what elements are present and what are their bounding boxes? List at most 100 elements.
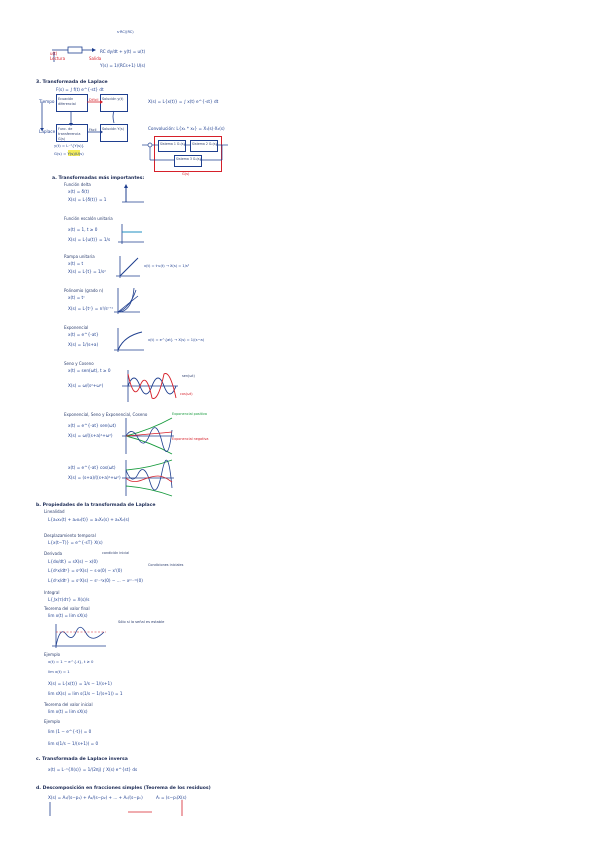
laplace-definition: X(s) = L{x(t)} = ∫ x(t) e^{-st} dt [148,99,219,104]
item-damped-cos-f2: X(s) = (s+a)/((s+a)²+ω²) [68,475,121,480]
item-ramp-name: Rampa unitaria [64,254,95,259]
prop-linealidad-f: L{a₁x₁(t) + a₂x₂(t)} = a₁X₁(s) + a₂X₂(s) [48,517,130,522]
section-3-title: 3. Transformada de Laplace [36,80,108,85]
prop-derivada-f3: L{dⁿx/dtⁿ} = sⁿX(s) − sⁿ⁻¹x(0) − ... − x… [48,578,143,583]
item-exp-f1: x(t) = e^{-at} [68,332,99,337]
sys1-label: Sistema 1 G₁(s) [160,142,185,146]
arrow-difficult-label: Difícil [89,98,99,102]
box-ecuacion-diferencial [56,94,88,112]
ramp-graph [116,256,140,278]
ramp-note: x(t) = t·u(t) → X(s) = 1/s² [144,264,190,268]
final-value-graph [52,624,106,648]
prop-derivada-f: L{dx/dt} = sX(s) − x(0) [48,559,98,564]
item-exp-f2: X(s) = 1/(s+a) [68,342,99,347]
prop-example2-name: Ejemplo [44,719,61,724]
example-result: lim sX(s) = lim s(1/s − 1/(s+1)) = 1 [48,691,123,696]
item-delta-f1: x(t) = δ(t) [68,189,90,194]
item-damped-f1: x(t) = e^{-at} sen(ωt) [68,423,116,428]
section-d-title: d. Descomposición en fracciones simples … [36,786,211,791]
rc-circuit-diagram [52,46,96,62]
exp-graph [114,328,144,352]
example-ft: x(t) = 1 − e^{-t}, t ≥ 0 [48,659,94,664]
final-note: Sólo si la señal es estable [118,620,165,624]
prop-desplazamiento-name: Desplazamiento temporal [44,533,96,538]
item-ramp-f1: x(t) = t [68,261,84,266]
sys2-label: Sistema 2 G₂(s) [192,142,217,146]
env-down-label: Exponencial negativa [172,437,209,441]
box3-label: Func. de transferencia G(s) [58,127,81,141]
convolution-note: Convolución: L{x₁ * x₂} = X₁(s)·X₂(s) [148,126,225,131]
item-step-name: Función escalón unitaria [64,216,113,221]
box1-label: Ecuación diferencial [58,97,76,106]
label-laplace: Laplace [39,129,56,134]
poly-graph [114,287,140,314]
env-up-label: Exponencial positiva [172,412,207,416]
prop-final-f: lim x(t) = lim sX(s) [48,613,88,618]
arrow-easy-label: Fácil [89,128,97,132]
prop-desplazamiento-f: L{x(t−T)} = e^{-sT} X(s) [48,540,103,545]
item-step-f2: X(s) = L{u(t)} = 1/s [68,237,111,242]
total-system-box [154,136,222,172]
inverse-formula: x(t) = L⁻¹{X(s)} = 1/(2πj) ∫ X(s) e^{st}… [48,767,138,772]
item-sin-f1: x(t) = sen(ωt), t ≥ 0 [68,368,111,373]
section-c-title: c. Transformada de Laplace inversa [36,757,128,762]
prop-final-name: Teorema del valor final [44,606,90,611]
laplace-flow-arrows [40,100,115,134]
section-b-title: b. Propiedades de la transformada de Lap… [36,503,156,508]
sys3-label: Sistema 3 G₃(s) [176,157,201,161]
step-graph [118,224,144,244]
item-delta-name: Función delta [64,182,91,187]
prop-initial-name: Teorema del valor inicial [44,702,93,707]
example2-result: lim s(1/s − 1/(s+1)) = 0 [48,741,99,746]
prop-integral-f: L{∫x(τ)dτ} = X(s)/s [48,597,90,602]
laplace-formula: F(s) = ∫ f(t) e^{-st} dt [56,87,104,92]
item-ramp-f2: X(s) = L{t} = 1/s² [68,269,106,274]
item-damped-cos-f1: x(t) = e^{-at} cos(ωt) [68,465,116,470]
prop-example-f: X(s) = L{x(t)} = 1/s − 1/(s+1) [48,681,112,686]
top-eq1: RC dy/dt + y(t) = u(t) [100,49,146,54]
prop-derivada-name: Derivada [44,551,63,556]
top-eq2: Y(s) = 1/(RCs+1) U(s) [100,63,146,68]
sin-cos-graph [122,370,178,402]
gtotal-label: G(s) [182,172,190,176]
item-exp-name: Exponencial [64,325,89,330]
highlight [68,150,80,156]
item-damped-f2: X(s) = ω/((s+a)²+ω²) [68,433,113,438]
cos-label: cos(ωt) [180,392,193,396]
label-output: Salida [89,56,102,61]
prop-linealidad-name: Linealidad [44,509,65,514]
label-input: u(t) [50,51,58,56]
deriv-note1: condición inicial [102,551,130,555]
item-poly-f1: x(t) = tⁿ [68,295,85,300]
item-sin-f2: X(s) = ω/(s²+ω²) [68,383,104,388]
block-diagram-lines [142,142,228,161]
section-a-title: a. Transformadas más importantes: [52,176,145,181]
box4-label: Solución Y(s) [102,127,124,131]
block-sys1 [158,140,186,152]
prop-example2-f: lim (1 − e^{-t}) = 0 [48,729,92,734]
item-step-f1: x(t) = 1, t ≥ 0 [68,227,98,232]
example-lim: lim x(t) = 1 [48,669,70,674]
prop-derivada-f2: L{d²x/dt²} = s²X(s) − s·x(0) − x'(0) [48,568,123,573]
inverse-note: y(t) = L⁻¹{Y(s)} [54,143,85,148]
top-fraction: s·RC/(RC) [117,30,134,34]
block-sys2 [190,140,218,152]
transfer-fn-note: G(s) = Y(s)/U(s) [54,151,84,156]
item-poly-name: Polinomio (grado n) [64,288,104,293]
damped-sin-graph [122,417,174,455]
item-sin-name: Seno y Coseno [64,361,94,366]
prop-example-name: Ejemplo [44,652,61,657]
prop-initial-f: lim x(t) = lim sX(s) [48,709,88,714]
exp-note: x(t) = e^{at} → X(s) = 1/(s−a) [148,338,205,342]
label-tiempo: Tiempo [39,99,55,104]
label-input2: Lectura [50,56,66,61]
delta-graph [122,184,144,203]
item-damped-name: Exponencial, Seno y Exponencial, Coseno [64,412,148,417]
box2-label: Solución y(t) [102,97,124,101]
deriv-note2: Condiciones iniciales [148,563,184,567]
prop-integral-name: Integral [44,590,60,595]
item-poly-f2: X(s) = L{tⁿ} = n!/sⁿ⁺¹ [68,306,114,311]
partial-fraction-formula: X(s) = A₁/(s−p₁) + A₂/(s−p₂) + ... + Aₙ/… [48,795,143,800]
sin-label: sen(ωt) [182,374,195,378]
